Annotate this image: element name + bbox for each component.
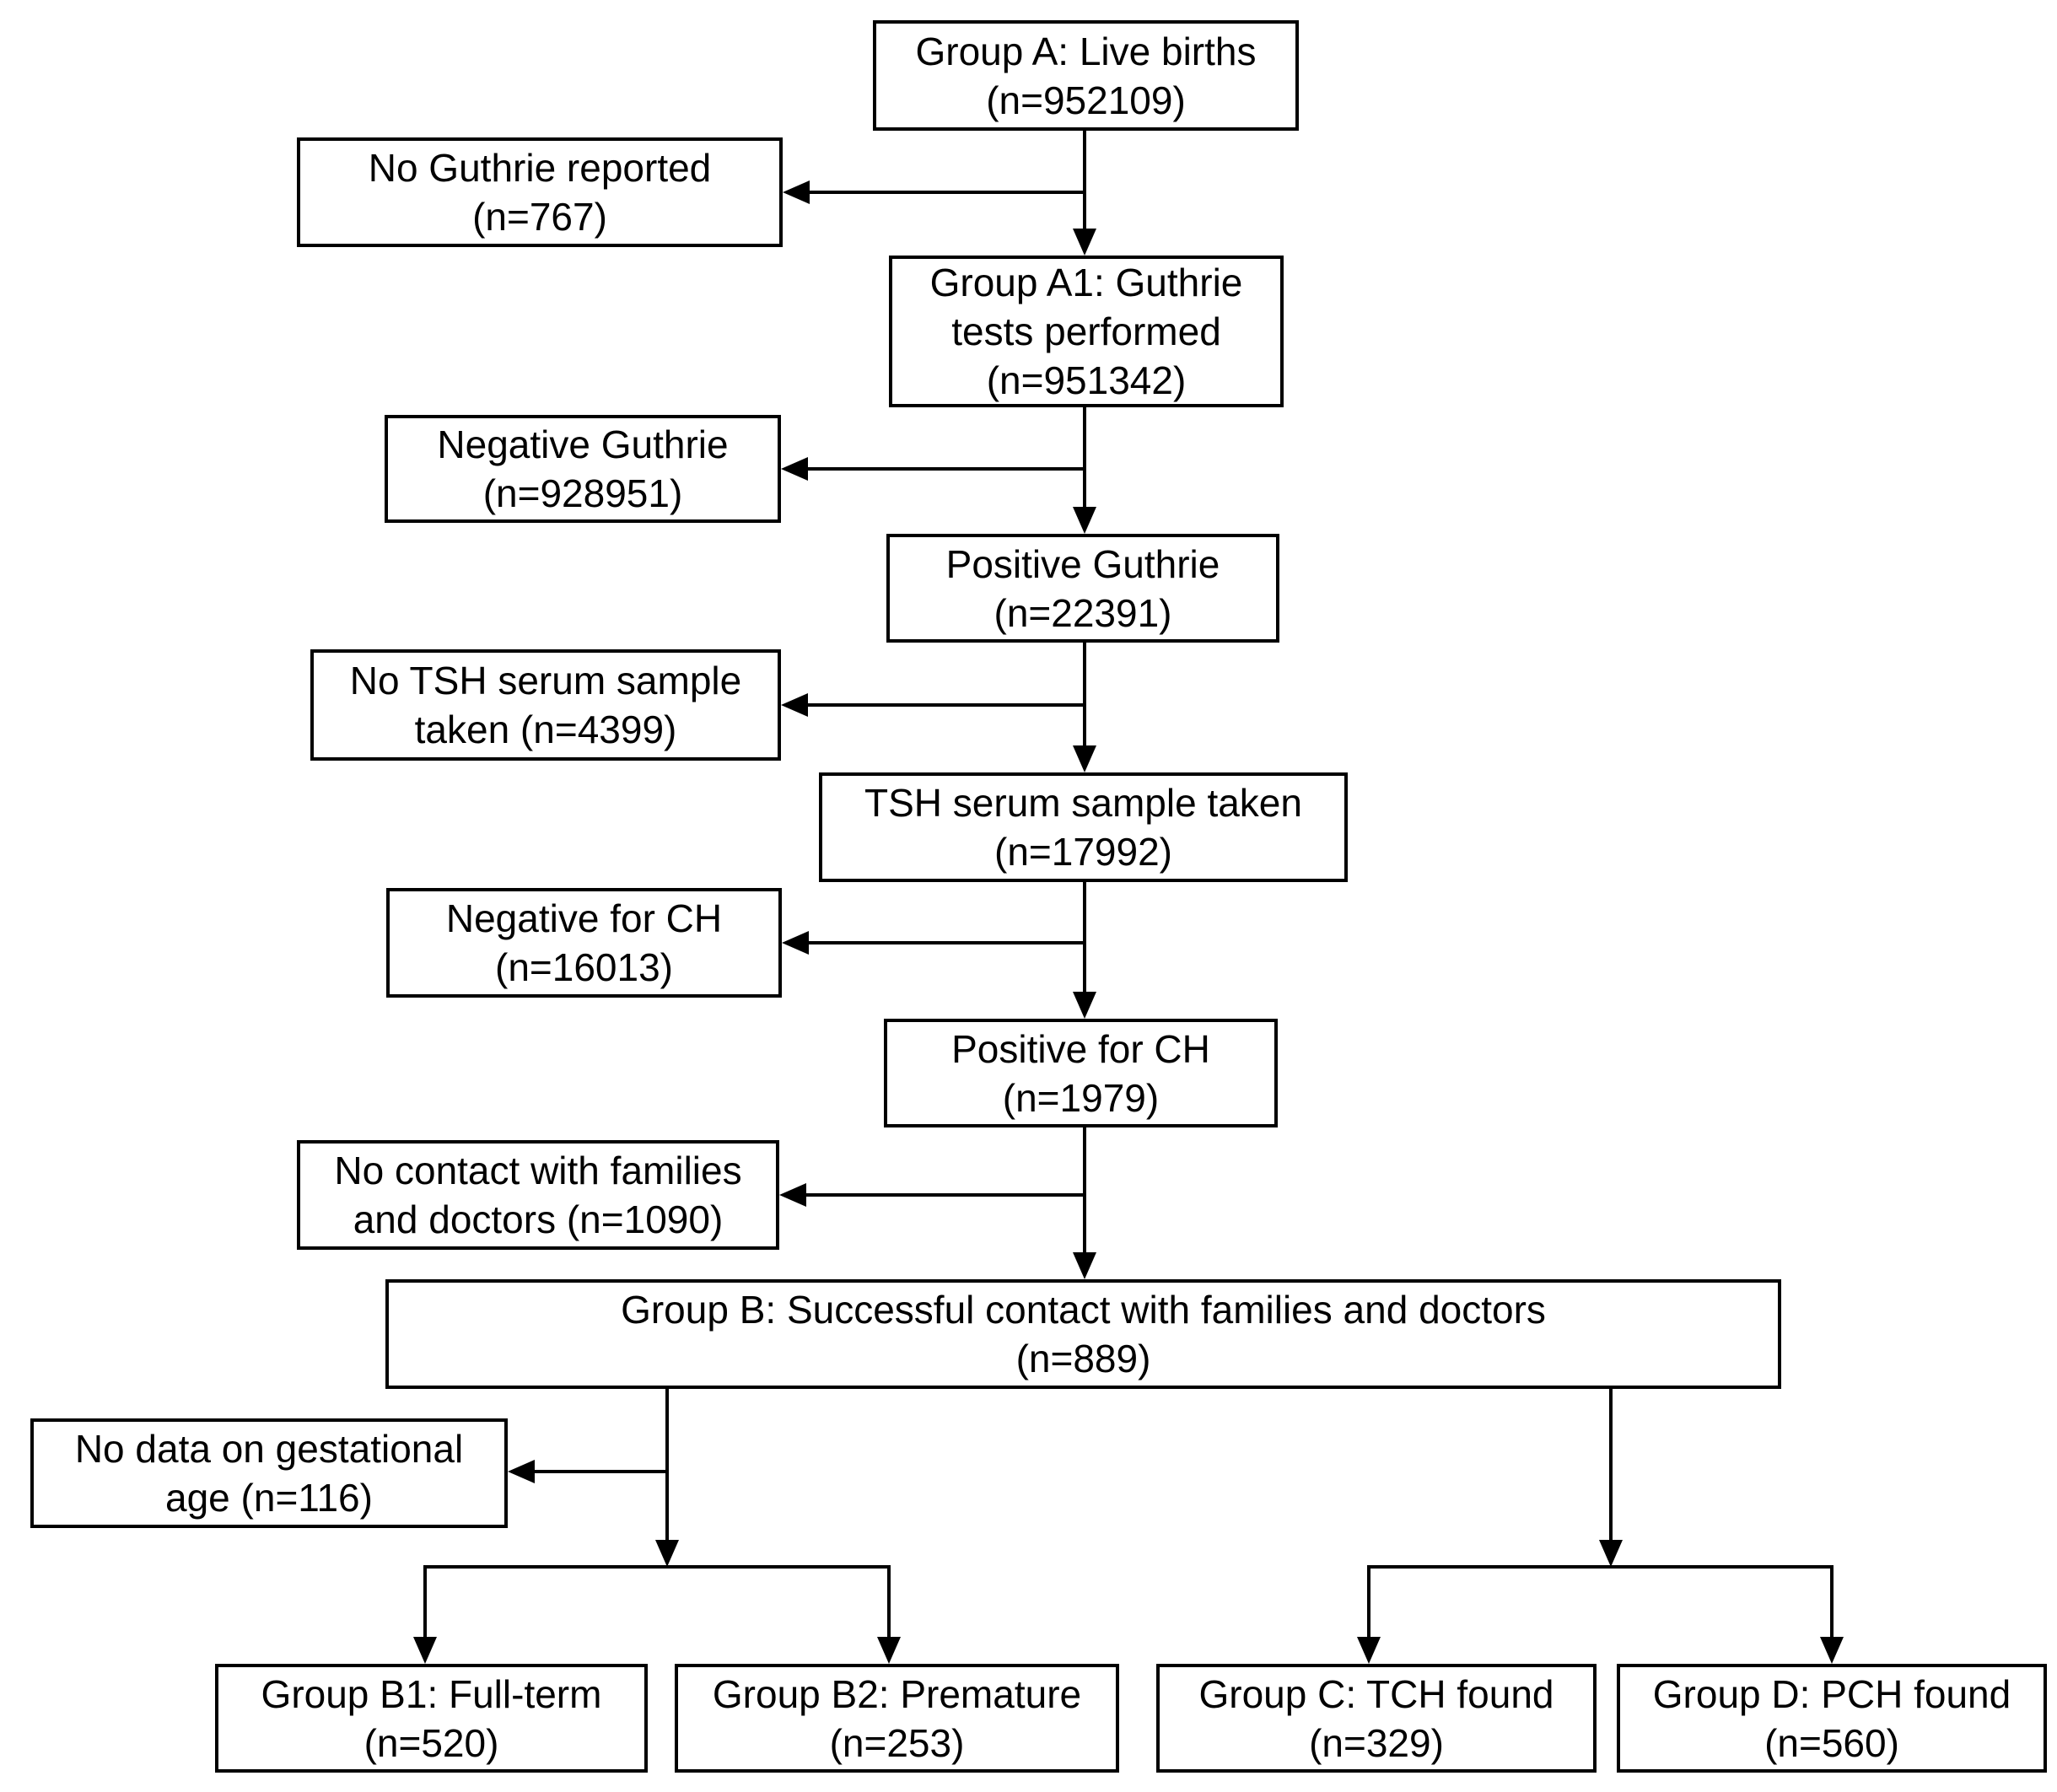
arrowhead-down-icon (877, 1637, 901, 1664)
node-label-line: age (n=116) (165, 1476, 373, 1520)
node-label-line: Group A: Live births (915, 29, 1257, 73)
arrowhead-down-icon (1073, 992, 1096, 1019)
arrowhead-down-icon (1599, 1540, 1623, 1567)
node-label-line: No Guthrie reported (368, 146, 712, 190)
connector-line (1367, 1565, 1834, 1640)
arrowhead-left-icon (783, 180, 810, 204)
node-no-contact: No contact with families and doctors (n=… (297, 1140, 779, 1250)
node-label-line: Group D: PCH found (1652, 1671, 2011, 1716)
node-label-line: No contact with families (334, 1149, 742, 1192)
node-label-line: (n=952109) (986, 78, 1186, 122)
node-label-line: (n=889) (1015, 1337, 1151, 1380)
arrowhead-down-icon (1820, 1637, 1844, 1664)
node-label-line: and doctors (n=1090) (353, 1197, 724, 1241)
node-group-a: Group A: Live births (n=952109) (873, 20, 1299, 131)
node-negative-guthrie: Negative Guthrie (n=928951) (385, 415, 781, 523)
node-no-gestational-age: No data on gestational age (n=116) (30, 1418, 508, 1528)
node-no-guthrie-reported: No Guthrie reported (n=767) (297, 137, 783, 247)
node-group-d: Group D: PCH found (n=560) (1617, 1664, 2047, 1773)
node-label-line: tests performed (951, 309, 1221, 353)
node-tsh-serum-sample-taken: TSH serum sample taken (n=17992) (819, 772, 1348, 882)
node-label-line: (n=560) (1764, 1720, 1899, 1765)
node-label-line: No data on gestational (74, 1427, 464, 1471)
node-label-line: (n=16013) (495, 945, 673, 989)
arrowhead-left-icon (508, 1460, 535, 1483)
node-label-line: TSH serum sample taken (864, 781, 1302, 825)
node-label-line: Positive Guthrie (945, 541, 1220, 586)
node-negative-for-ch: Negative for CH (n=16013) (386, 888, 782, 998)
arrowhead-left-icon (781, 457, 808, 481)
node-label-line: (n=329) (1309, 1720, 1444, 1765)
arrowhead-down-icon (1073, 1252, 1096, 1279)
node-label-line: Group B2: Premature (712, 1671, 1082, 1716)
node-group-c: Group C: TCH found (n=329) (1156, 1664, 1597, 1773)
arrowhead-down-icon (1357, 1637, 1381, 1664)
node-positive-guthrie: Positive Guthrie (n=22391) (886, 534, 1279, 643)
node-label-line: Group C: TCH found (1198, 1671, 1554, 1716)
arrowhead-down-icon (1073, 745, 1096, 772)
node-label-line: (n=951342) (986, 358, 1187, 402)
node-label-line: (n=520) (363, 1720, 499, 1765)
arrowhead-down-icon (1073, 507, 1096, 534)
node-label-line: taken (n=4399) (414, 708, 677, 751)
node-label-line: (n=22391) (993, 590, 1172, 635)
node-group-a1: Group A1: Guthrie tests performed (n=951… (889, 256, 1284, 407)
arrowhead-down-icon (655, 1540, 679, 1567)
node-label-line: (n=17992) (994, 830, 1172, 874)
node-label-line: Positive for CH (951, 1026, 1210, 1071)
node-label-line: Group A1: Guthrie (929, 261, 1243, 304)
arrowhead-left-icon (781, 693, 808, 717)
arrowhead-down-icon (413, 1637, 437, 1664)
arrowhead-down-icon (1073, 229, 1096, 256)
node-no-tsh-serum-sample: No TSH serum sample taken (n=4399) (310, 649, 781, 761)
node-label-line: Negative Guthrie (437, 422, 729, 466)
connector-line (423, 1565, 891, 1640)
node-label-line: (n=1979) (1002, 1075, 1160, 1120)
node-label-line: Negative for CH (445, 896, 723, 940)
node-label-line: Group B: Successful contact with familie… (621, 1288, 1546, 1332)
node-label-line: (n=253) (829, 1720, 965, 1765)
node-group-b1: Group B1: Full-term (n=520) (215, 1664, 648, 1773)
node-label-line: No TSH serum sample (349, 659, 742, 702)
node-positive-for-ch: Positive for CH (n=1979) (884, 1019, 1278, 1127)
node-label-line: (n=928951) (482, 471, 683, 515)
node-group-b: Group B: Successful contact with familie… (385, 1279, 1781, 1389)
arrowhead-left-icon (779, 1183, 806, 1207)
arrowhead-left-icon (782, 931, 809, 955)
node-label-line: (n=767) (472, 195, 607, 239)
node-group-b2: Group B2: Premature (n=253) (675, 1664, 1119, 1773)
node-label-line: Group B1: Full-term (261, 1671, 602, 1716)
